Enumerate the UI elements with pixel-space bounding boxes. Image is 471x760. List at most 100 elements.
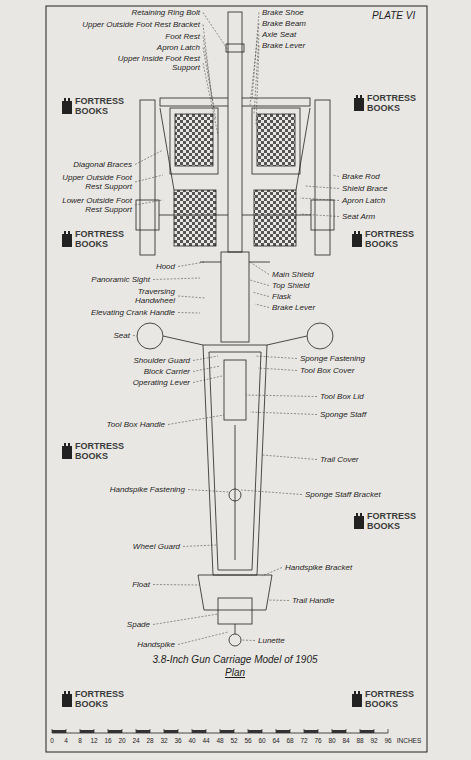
part-label: Diagonal Braces — [73, 160, 132, 169]
part-label: Retaining Ring Bolt — [132, 8, 200, 17]
scale-number: 20 — [118, 737, 125, 744]
part-label: Seat — [114, 331, 130, 340]
watermark: FORTRESS BOOKS — [350, 228, 416, 250]
part-label: Spade — [127, 620, 150, 629]
part-label: Shield Brace — [342, 184, 387, 193]
leader-line — [203, 37, 214, 111]
scale-block — [164, 730, 178, 733]
leader-line — [262, 568, 282, 577]
part-label: Brake Rod — [342, 172, 380, 181]
leader-line — [135, 150, 163, 165]
leader-line — [153, 584, 199, 586]
scale-number: 28 — [146, 737, 153, 744]
tower-icon — [62, 231, 72, 247]
scale-number: 80 — [328, 737, 335, 744]
watermark-text: FORTRESS BOOKS — [75, 689, 125, 709]
leader-line — [254, 35, 259, 116]
tower-icon — [354, 513, 364, 529]
leader-line — [332, 175, 339, 177]
part-label: Seat Arm — [342, 212, 375, 221]
watermark: FORTRESS BOOKS — [352, 92, 418, 114]
part-label: Brake Shoe — [262, 8, 304, 17]
watermark-text: FORTRESS BOOKS — [75, 229, 125, 249]
part-label: Apron Latch — [157, 43, 200, 52]
tower-icon — [62, 98, 72, 114]
watermark-icon — [351, 690, 363, 708]
leader-line — [268, 600, 289, 602]
part-label: Tool Box Handle — [107, 420, 165, 429]
scale-number: 8 — [78, 737, 82, 744]
scale-block — [192, 730, 206, 733]
watermark: FORTRESS BOOKS — [352, 510, 418, 532]
scale-number: 0 — [50, 737, 54, 744]
scale-number: 88 — [356, 737, 363, 744]
spade — [218, 598, 252, 624]
leader-line — [305, 186, 339, 189]
scale-number: 36 — [174, 737, 181, 744]
part-label: Foot Rest — [165, 32, 200, 41]
leader-line — [246, 395, 317, 397]
right-seat-frame — [252, 108, 300, 174]
sponge-staff — [235, 425, 236, 560]
handspike-fastening — [229, 489, 241, 501]
leader-line — [300, 198, 339, 201]
hood — [249, 262, 270, 263]
leader-line — [178, 262, 205, 267]
part-label: Main Shield — [272, 270, 314, 279]
part-label: Shoulder Guard — [134, 356, 190, 365]
part-label: Sponge Fastening — [300, 354, 365, 363]
trail-inner — [209, 352, 261, 570]
tower-icon — [62, 691, 72, 707]
scale-number: 68 — [286, 737, 293, 744]
part-label: Tool Box Cover — [300, 366, 354, 375]
diagonal-brace — [160, 108, 174, 190]
part-label: Panoramic Sight — [91, 275, 150, 284]
leader-lines — [133, 13, 339, 645]
scale-number: 76 — [314, 737, 321, 744]
breech — [221, 252, 249, 342]
part-label: Flask — [272, 292, 291, 301]
part-label: Apron Latch — [342, 196, 385, 205]
watermark-icon — [61, 442, 73, 460]
scale-number: 40 — [188, 737, 195, 744]
leader-line — [135, 200, 163, 205]
watermark-icon — [61, 230, 73, 248]
part-label: Upper Inside Foot Rest Support — [100, 54, 200, 72]
watermark-text: FORTRESS BOOKS — [75, 441, 125, 461]
part-label: Upper Outside Foot Rest Support — [52, 173, 132, 191]
scale-number: 92 — [370, 737, 377, 744]
watermark: FORTRESS BOOKS — [60, 228, 126, 250]
watermark-text: FORTRESS BOOKS — [367, 511, 417, 531]
lunette-stem — [235, 624, 236, 634]
float — [198, 575, 272, 610]
watermark-icon — [61, 690, 73, 708]
leader-line — [153, 614, 218, 625]
scale-tick — [388, 729, 389, 733]
leader-line — [255, 356, 297, 359]
leader-line — [250, 412, 317, 415]
drawing-title: 3.8-Inch Gun Carriage Model of 1905 — [152, 654, 317, 666]
scale-number: 64 — [272, 737, 279, 744]
scale-block — [108, 730, 122, 733]
part-label: Lower Outside Foot Rest Support — [52, 196, 132, 214]
part-label: Brake Lever — [272, 303, 315, 312]
diagonal-brace — [296, 108, 310, 190]
leader-line — [133, 335, 137, 337]
leader-line — [183, 545, 216, 547]
left-seat-back — [175, 114, 213, 166]
scale-block — [360, 730, 374, 733]
leader-line — [262, 455, 317, 460]
scale-ticks — [52, 729, 388, 733]
tool-box — [224, 360, 246, 420]
watermark-icon — [61, 97, 73, 115]
scale-number: 48 — [216, 737, 223, 744]
leader-line — [250, 262, 269, 275]
leader-line — [250, 24, 259, 106]
watermark-text: FORTRESS BOOKS — [365, 229, 415, 249]
part-label: Top Shield — [272, 281, 310, 290]
part-label: Trail Cover — [320, 455, 359, 464]
watermark-text: FORTRESS BOOKS — [367, 93, 417, 113]
scale-number: 84 — [342, 737, 349, 744]
seat — [307, 323, 333, 349]
tower-icon — [62, 443, 72, 459]
